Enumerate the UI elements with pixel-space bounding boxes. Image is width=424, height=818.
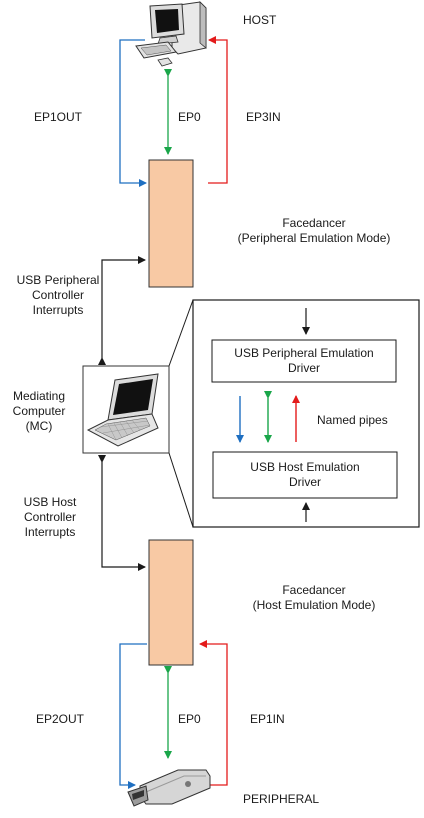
interrupts-top-line3: Interrupts [32, 303, 84, 317]
ep0-top-label: EP0 [178, 110, 201, 124]
mc-line1: Mediating [12, 389, 66, 403]
facedancer-top-label: Facedancer (Peripheral Emulation Mode) [214, 216, 414, 246]
peripheral-driver-line1: USB Peripheral Emulation [234, 346, 374, 360]
facedancer-bottom-label: Facedancer (Host Emulation Mode) [214, 583, 414, 613]
interrupts-top-label: USB Peripheral Controller Interrupts [0, 273, 116, 318]
facedancer-bottom-name: Facedancer [282, 583, 346, 597]
interrupts-top-line2: Controller [31, 288, 85, 302]
ep2out-label: EP2OUT [36, 712, 85, 726]
peripheral-driver-box [211, 339, 397, 383]
facedancer-top-mode: (Peripheral Emulation Mode) [237, 231, 391, 245]
interrupts-top-line1: USB Peripheral [16, 273, 100, 287]
usb-drive-icon [127, 769, 211, 807]
ep1out-line [119, 39, 147, 187]
ep1in-label: EP1IN [250, 712, 285, 726]
host-driver-line2: Driver [289, 475, 321, 489]
ep3in-label: EP3IN [246, 110, 281, 124]
interrupts-bottom-label: USB Host Controller Interrupts [0, 495, 100, 540]
interrupts-bottom-arrow [98, 455, 146, 571]
zoom-line-top [168, 299, 194, 367]
interrupts-bottom-line2: Controller [23, 510, 77, 524]
mc-line3: (MC) [25, 419, 53, 433]
desktop-computer-icon [135, 1, 207, 67]
host-label: HOST [243, 13, 277, 27]
ep1out-top-label: EP1OUT [34, 110, 83, 124]
facedancer-bottom-box [148, 539, 194, 666]
zoom-line-bottom [168, 452, 194, 528]
ep3in-line [208, 36, 228, 184]
ep0-bottom-label: EP0 [178, 712, 201, 726]
interrupts-bottom-line1: USB Host [23, 495, 77, 509]
interrupts-bottom-line3: Interrupts [24, 525, 76, 539]
host-driver-label: USB Host Emulation Driver [213, 460, 397, 490]
ep2out-line [119, 643, 147, 789]
facedancer-top-box [148, 159, 194, 288]
laptop-icon [86, 373, 159, 447]
interrupts-top-arrow [98, 256, 146, 365]
host-driver-box [212, 451, 398, 499]
facedancer-bottom-mode: (Host Emulation Mode) [252, 598, 376, 612]
facedancer-top-name: Facedancer [282, 216, 346, 230]
peripheral-driver-line2: Driver [288, 361, 320, 375]
mc-line2: Computer [12, 404, 66, 418]
ep1in-line [199, 640, 228, 786]
mc-label: Mediating Computer (MC) [0, 389, 78, 434]
peripheral-driver-label: USB Peripheral Emulation Driver [212, 346, 396, 376]
host-driver-line1: USB Host Emulation [250, 460, 360, 474]
named-pipes-label: Named pipes [317, 413, 388, 427]
peripheral-label: PERIPHERAL [243, 792, 320, 806]
